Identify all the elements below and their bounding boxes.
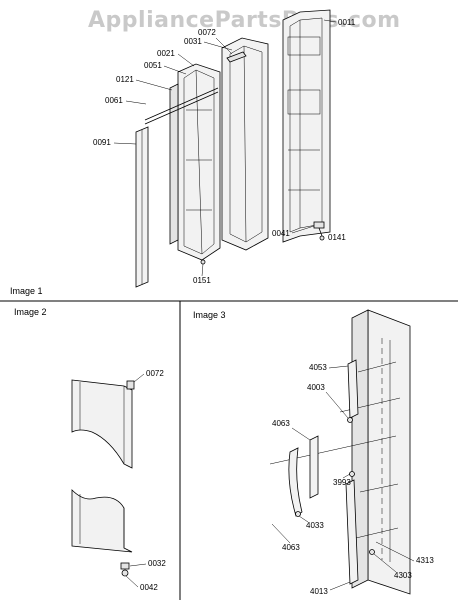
label-0091: 0091 [93,138,111,147]
image2-illustration [71,379,135,577]
handle-piece [288,447,303,517]
label-0072-img2: 0072 [146,369,164,378]
watermark: AppliancePartsPros.com [88,8,401,33]
label-4313: 4313 [416,556,434,565]
label-4063-lower: 4063 [282,543,300,552]
label-0042: 0042 [140,583,158,592]
label-0072: 0072 [198,28,216,37]
bottom-screw [200,259,206,265]
screw [319,235,325,241]
label-0151: 0151 [193,276,211,285]
middle-bracket [309,435,319,499]
panel-label-image1: Image 1 [10,286,43,296]
back-frame-panel [282,9,331,243]
image3-labels: 4053 4003 4063 3993 4033 4063 4313 4303 … [271,363,434,596]
lower-trim-bar [345,479,359,585]
label-0041: 0041 [272,229,290,238]
image3-illustration [269,309,411,595]
hinge-bracket [313,221,325,229]
image1-labels: 0011 0072 0031 0021 0051 0121 0061 0091 … [93,18,356,285]
label-0141: 0141 [328,233,346,242]
panel-label-image3: Image 3 [193,310,226,320]
screw-4303 [369,549,375,555]
label-0051: 0051 [144,61,162,70]
panel-label-image2: Image 2 [14,307,47,317]
door-end-cap-lower [71,489,133,553]
screw-3993 [349,471,355,477]
label-4303: 4303 [394,571,412,580]
label-4033: 4033 [306,521,324,530]
image2-labels: 0072 0032 0042 [125,369,166,592]
image1-illustration [135,9,331,288]
screw-4033 [295,511,301,517]
label-0021: 0021 [157,49,175,58]
label-0121: 0121 [116,75,134,84]
label-4063-upper: 4063 [272,419,290,428]
handle-trim-bar [226,51,247,63]
bottom-screw-2 [121,569,129,577]
label-0061: 0061 [105,96,123,105]
label-0031: 0031 [184,37,202,46]
label-4013: 4013 [310,587,328,596]
screw-4003 [347,417,353,423]
door-liner [169,83,179,245]
label-4003: 4003 [307,383,325,392]
top-bushing [126,380,135,390]
label-0032: 0032 [148,559,166,568]
label-3993: 3993 [333,478,351,487]
label-4053: 4053 [309,363,327,372]
label-0011: 0011 [338,18,356,27]
door-end-cap-upper [71,379,133,469]
bottom-bushing [120,562,130,570]
upper-hinge-bracket [347,359,359,419]
